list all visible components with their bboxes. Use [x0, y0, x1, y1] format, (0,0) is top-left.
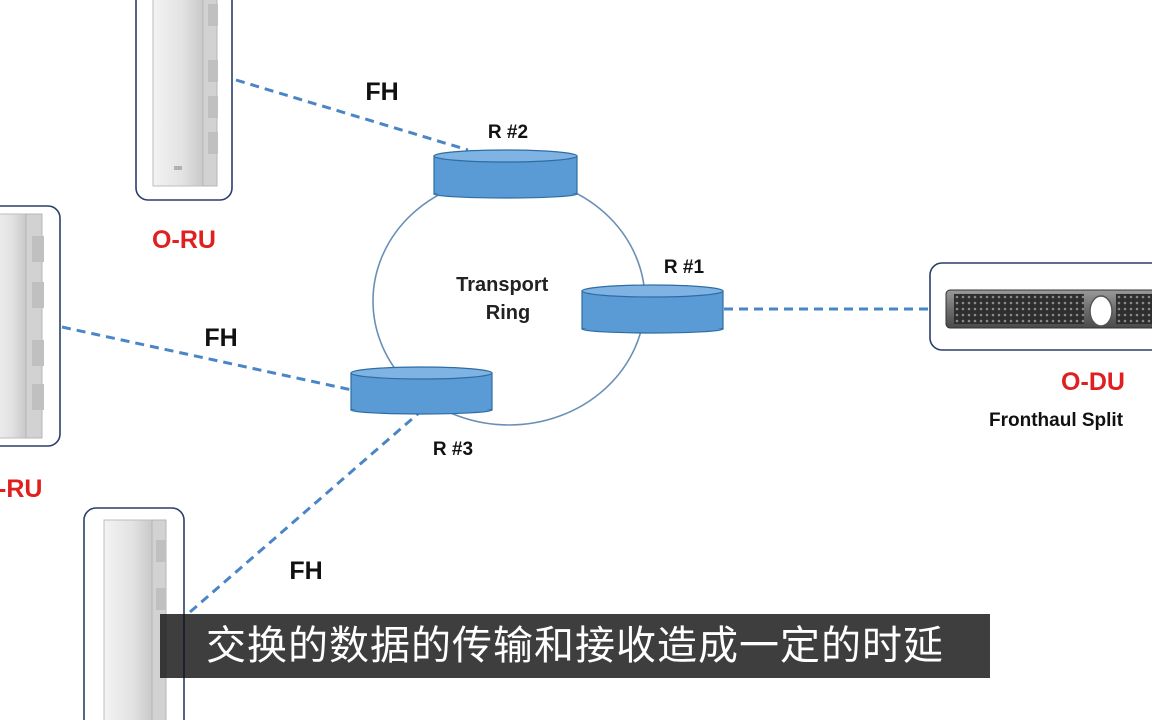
router-r3[interactable]: [350, 366, 493, 415]
fh-link-oru-top: [235, 78, 469, 152]
oru-label-top: O-RU: [152, 226, 216, 254]
router-r1[interactable]: [581, 284, 724, 334]
fh-link-oru-bottom: [189, 410, 421, 614]
fh-label-mid: FH: [204, 324, 237, 352]
ring-label-line2: Ring: [486, 302, 530, 324]
router-label-r1: R #1: [664, 257, 705, 278]
ring-label-line1: Transport: [456, 274, 549, 296]
router-label-r2: R #2: [488, 122, 528, 143]
video-subtitle: 交换的数据的传输和接收造成一定的时延: [160, 614, 990, 678]
fh-links: [61, 78, 930, 614]
router-label-r3: R #3: [433, 439, 473, 460]
router-r2[interactable]: [433, 149, 578, 199]
fh-label-bottom: FH: [289, 557, 322, 585]
ring-label: Transport Ring: [456, 274, 554, 324]
odu-device[interactable]: [929, 262, 1152, 351]
odu-label: O-DU: [1061, 368, 1125, 396]
fh-label-top: FH: [365, 78, 398, 106]
oru-device-bottom[interactable]: [83, 507, 185, 720]
oru-device-middle[interactable]: [0, 205, 61, 447]
odu-caption: Fronthaul Split: [989, 410, 1124, 431]
oru-device-top[interactable]: [135, 0, 233, 201]
fh-link-oru-mid: [61, 325, 353, 392]
oru-label-middle: -RU: [0, 475, 42, 503]
